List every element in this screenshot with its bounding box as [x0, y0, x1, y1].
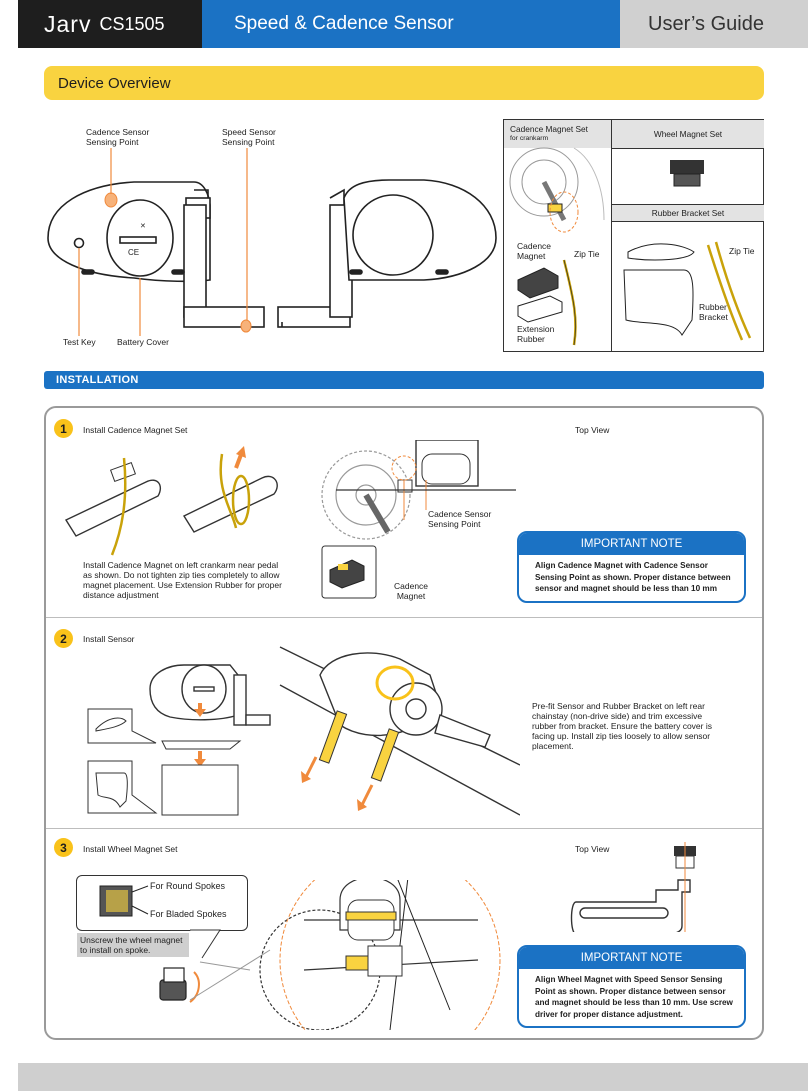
installation-heading: INSTALLATION [44, 371, 764, 389]
step-1-note-title: IMPORTANT NOTE [519, 533, 744, 555]
brand-block: Jarv CS1505 [18, 0, 202, 48]
sensor-overview-drawing: CE ✕ [47, 148, 497, 336]
device-overview-heading: Device Overview [44, 66, 764, 100]
step-2-illustration [87, 646, 520, 816]
round-spokes-label: For Round Spokes [150, 881, 226, 891]
step-3-illustration [99, 880, 501, 1030]
step-1-note-text: Align Cadence Magnet with Cadence Sensor… [535, 561, 731, 593]
product-title: Speed & Cadence Sensor [202, 0, 620, 48]
bladed-spokes-label: For Bladed Spokes [150, 909, 227, 919]
cadence-sensing-point [104, 192, 118, 208]
step-3-note-title: IMPORTANT NOTE [519, 947, 744, 969]
cadence-magnet-set-title: Cadence Magnet Set [510, 124, 588, 134]
step-1-number: 1 [54, 419, 73, 438]
installation-panel [44, 406, 764, 1040]
step-1-title: Install Cadence Magnet Set [83, 425, 188, 435]
footer-bar [18, 1063, 808, 1091]
sensor-back-view [277, 179, 497, 328]
cadence-magnet-set-subtitle: for crankarm [510, 135, 549, 142]
unscrew-instruction: Unscrew the wheel magnet to install on s… [77, 933, 189, 957]
brand-logo: Jarv [44, 10, 92, 37]
page-header: Jarv CS1505 Speed & Cadence Sensor User’… [18, 0, 808, 48]
step-3-title: Install Wheel Magnet Set [83, 844, 178, 854]
battery-cover-label: Battery Cover [117, 337, 169, 347]
step-2-number: 2 [54, 629, 73, 648]
rubber-bracket-set-title: Rubber Bracket Set [651, 208, 725, 218]
step-divider-1 [46, 617, 762, 618]
speed-sensing-point [240, 319, 252, 333]
wheel-magnet-set-title: Wheel Magnet Set [653, 129, 723, 139]
step-1-important-note: IMPORTANT NOTE Align Cadence Magnet with… [517, 531, 746, 603]
step-3-top-view-label: Top View [575, 844, 610, 854]
step-2-title: Install Sensor [83, 634, 135, 644]
step-2-description: Pre-fit Sensor and Rubber Bracket on lef… [532, 701, 712, 751]
test-key-label: Test Key [63, 337, 96, 347]
step-3-important-note: IMPORTANT NOTE Align Wheel Magnet with S… [517, 945, 746, 1028]
step-1-illustration [64, 440, 516, 599]
package-contents-box: Cadence Magnet Set for crankarm Wheel Ma… [503, 119, 764, 352]
guide-label: User’s Guide [620, 0, 808, 48]
step-1-top-view-label: Top View [575, 425, 610, 435]
zip-tie-label-1: Zip Tie [574, 249, 600, 259]
svg-text:CE: CE [128, 248, 139, 257]
svg-text:✕: ✕ [140, 223, 146, 230]
step-1-description: Install Cadence Magnet on left crankarm … [83, 560, 282, 600]
step-3-note-text: Align Wheel Magnet with Speed Sensor Sen… [535, 975, 733, 1019]
sensor-front-view: CE ✕ [47, 181, 265, 328]
step-3-top-view [570, 842, 696, 932]
step-divider-2 [46, 828, 762, 829]
zip-tie-label-2: Zip Tie [729, 246, 755, 256]
model-number: CS1505 [99, 13, 165, 34]
kit-items-drawing [509, 147, 752, 346]
spoke-type-callout [76, 875, 248, 931]
step-3-number: 3 [54, 838, 73, 857]
